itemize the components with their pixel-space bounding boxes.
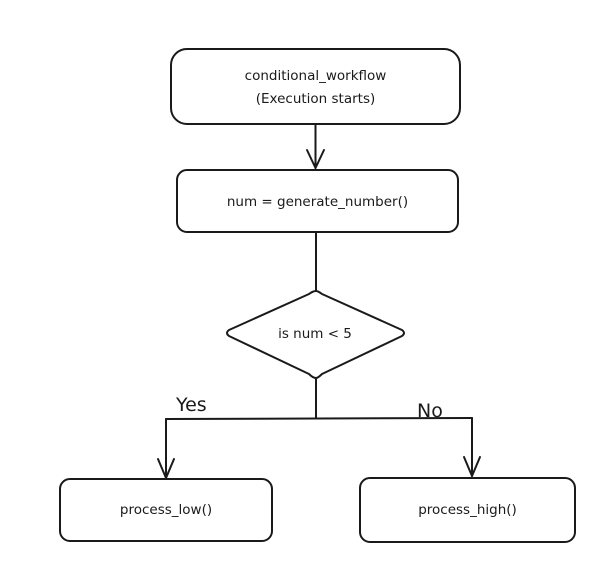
process-low-node: process_low() — [59, 478, 273, 542]
edge-no-branch — [463, 417, 481, 477]
no-branch-label: No — [417, 400, 443, 422]
decision-node: is num < 5 — [226, 290, 405, 379]
assign-node-label: num = generate_number() — [227, 194, 408, 210]
process-high-label: process_high() — [418, 502, 517, 518]
yes-branch-label: Yes — [175, 394, 207, 416]
process-low-label: process_low() — [120, 502, 212, 518]
assign-node: num = generate_number() — [176, 169, 459, 233]
start-node-title: conditional_workflow — [245, 68, 387, 84]
start-node-subtitle: (Execution starts) — [256, 91, 376, 107]
edge-decision-branches — [165, 377, 473, 420]
edge-start-to-assign — [306, 123, 325, 169]
process-high-node: process_high() — [359, 477, 576, 543]
edge-yes-branch — [157, 418, 175, 479]
start-node: conditional_workflow (Execution starts) — [170, 48, 461, 125]
decision-node-label: is num < 5 — [278, 326, 352, 342]
